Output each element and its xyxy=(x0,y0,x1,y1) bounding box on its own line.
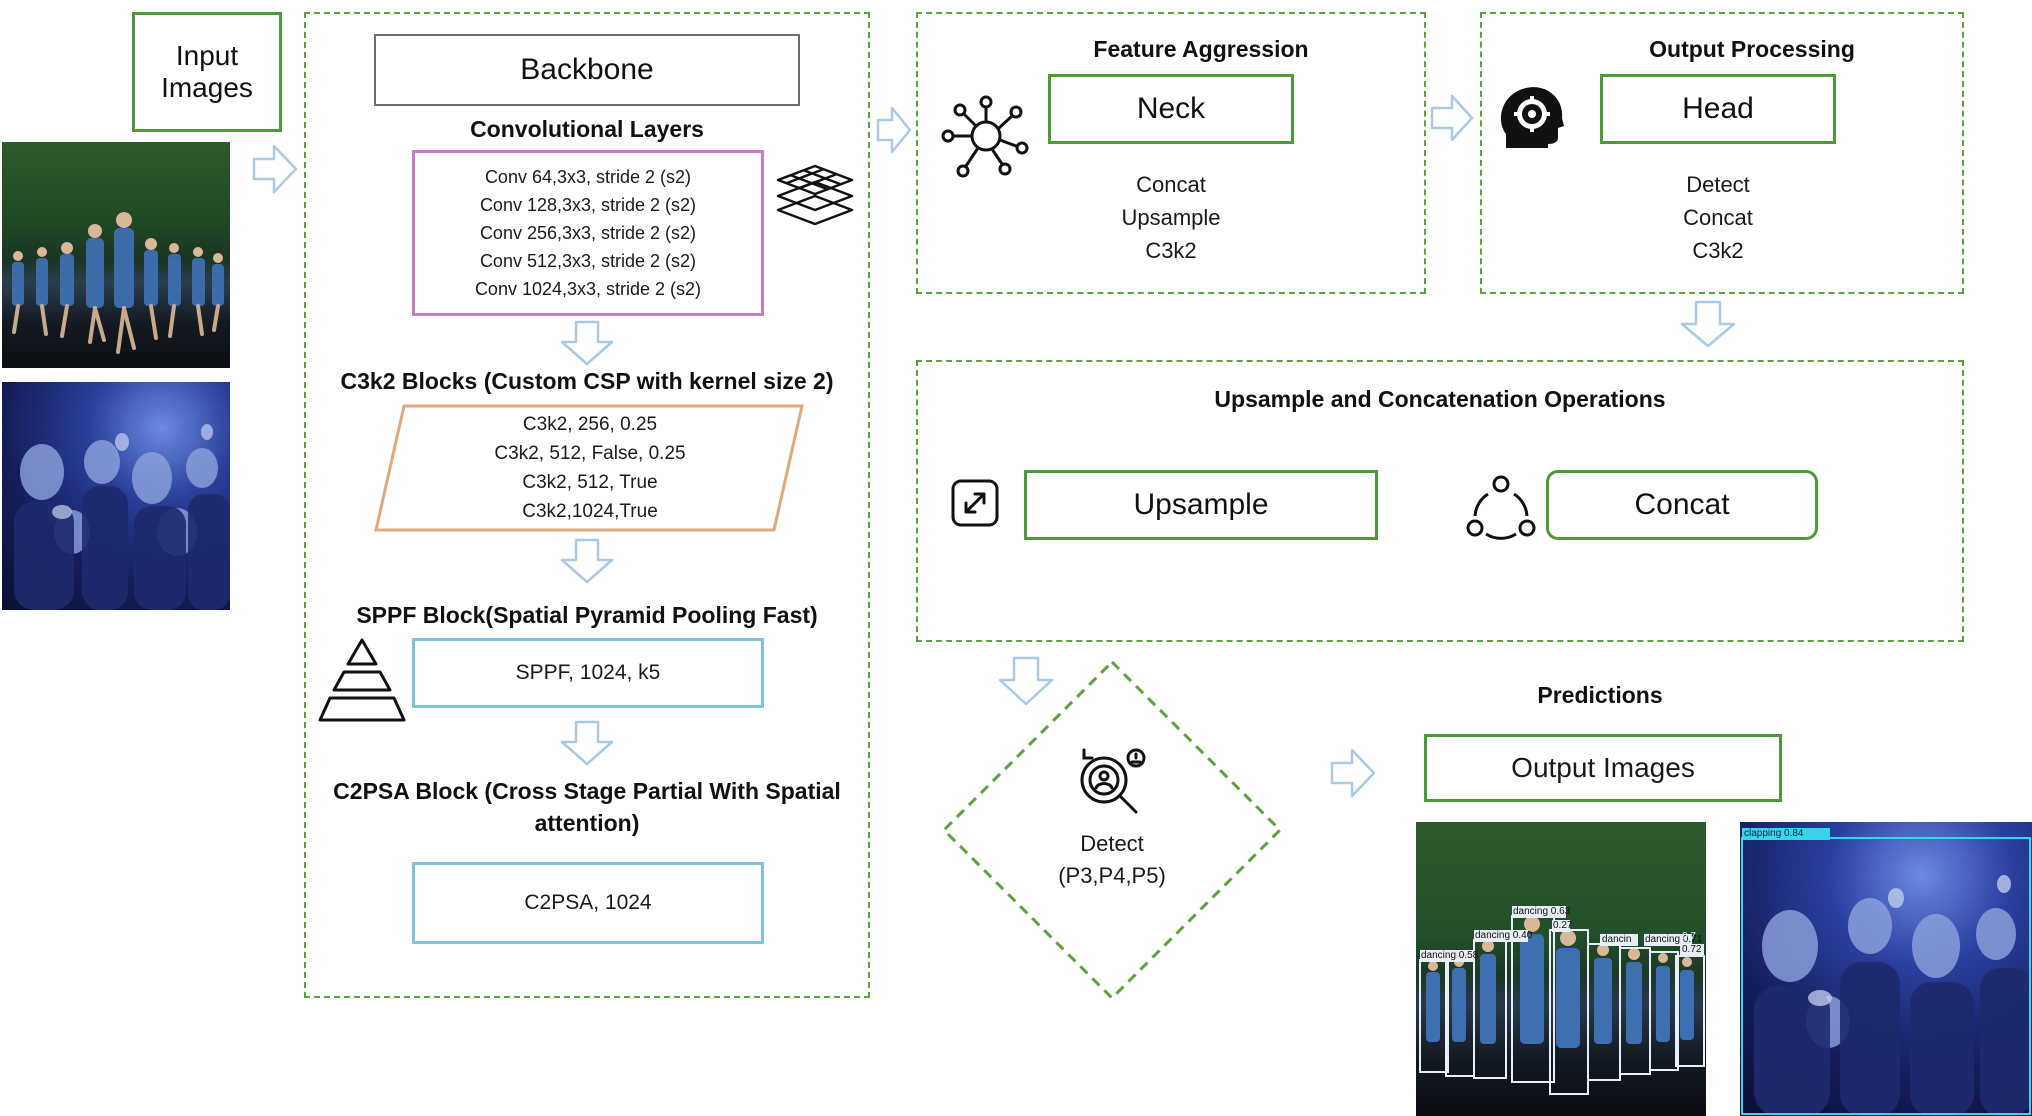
arrow-down-icon xyxy=(560,320,614,366)
sppf-heading: SPPF Block(Spatial Pyramid Pooling Fast) xyxy=(356,602,818,628)
output-photo-audience: clapping 0.84 xyxy=(1740,822,2032,1116)
neck-op: Concat xyxy=(1136,172,1206,197)
conv-heading: Convolutional Layers xyxy=(470,116,704,142)
output-photo-dancers: dancing 0.63 dancing 0.40 dancing 0.58 0… xyxy=(1416,822,1706,1116)
detection-label: clapping 0.84 xyxy=(1744,828,1804,839)
sppf-box: SPPF, 1024, k5 xyxy=(412,638,764,708)
output-images-label: Output Images xyxy=(1511,752,1695,783)
head-gear-icon xyxy=(1500,87,1564,148)
c3k2-block: C3k2, 512, False, 0.25 xyxy=(494,443,686,464)
c2psa-label: C2PSA, 1024 xyxy=(524,891,652,914)
detect-scales: (P3,P4,P5) xyxy=(1058,863,1166,888)
output-dancers-figures xyxy=(1419,906,1705,1095)
head-op: C3k2 xyxy=(1692,238,1744,263)
output-images-box: Output Images xyxy=(1424,734,1782,802)
upsample-box: Upsample xyxy=(1024,470,1378,540)
neck-op: C3k2 xyxy=(1145,238,1197,263)
backbone-title: Backbone xyxy=(520,53,654,86)
detection-label: dancing 0.40 xyxy=(1475,930,1533,941)
pyramid-icon xyxy=(318,638,406,722)
neck-op: Upsample xyxy=(1121,205,1221,230)
arrow-right-icon xyxy=(252,144,298,194)
conv-layer: Conv 1024,3x3, stride 2 (s2) xyxy=(474,279,702,299)
resize-icon xyxy=(951,479,999,527)
arrow-down-icon xyxy=(560,538,614,584)
detection-label: dancing 0.71 xyxy=(1645,934,1703,945)
conv-layer: Conv 128,3x3, stride 2 (s2) xyxy=(479,195,697,215)
network-icon xyxy=(941,95,1029,178)
arrow-right-icon xyxy=(1430,94,1474,142)
conv-layers-box: Conv 64,3x3, stride 2 (s2) Conv 128,3x3,… xyxy=(412,150,764,316)
backbone-title-box: Backbone xyxy=(374,34,800,106)
neck-title-box: Neck xyxy=(1048,74,1294,144)
concat-box: Concat xyxy=(1546,470,1818,540)
input-dancers-figures xyxy=(12,212,224,354)
head-ops: Detect Concat C3k2 xyxy=(1600,168,1836,267)
head-container xyxy=(1480,12,1964,294)
upsample-label: Upsample xyxy=(1133,488,1269,521)
arrow-down-icon xyxy=(1680,300,1736,348)
arrow-right-icon xyxy=(1330,748,1376,798)
detection-label: 0.7 xyxy=(1682,931,1696,942)
arrow-right-icon xyxy=(876,106,912,154)
neck-title: Neck xyxy=(1136,92,1206,125)
detection-label: 0.27 xyxy=(1553,920,1573,931)
head-title-box: Head xyxy=(1600,74,1836,144)
c2psa-heading-line2: attention) xyxy=(534,810,640,836)
c2psa-heading-line1: C2PSA Block (Cross Stage Partial With Sp… xyxy=(333,778,841,804)
head-op: Detect xyxy=(1686,172,1750,197)
detection-label: dancin xyxy=(1602,934,1632,945)
neck-container xyxy=(916,12,1426,294)
input-audience-figures xyxy=(14,424,230,610)
head-heading: Output Processing xyxy=(1649,36,1855,62)
detect-diamond-shape xyxy=(941,659,1283,1001)
arrow-down-icon xyxy=(560,720,614,766)
backbone-container xyxy=(304,12,870,998)
c3k2-heading: C3k2 Blocks (Custom CSP with kernel size… xyxy=(340,368,834,394)
concat-label: Concat xyxy=(1634,488,1730,521)
detection-label: 0.72 xyxy=(1682,944,1702,955)
conv-layer: Conv 512,3x3, stride 2 (s2) xyxy=(479,251,697,271)
c3k2-block: C3k2,1024,True xyxy=(522,501,658,522)
c3k2-block: C3k2, 512, True xyxy=(522,472,658,493)
arrow-down-icon xyxy=(998,656,1054,706)
output-audience-figures xyxy=(1741,828,2032,1116)
conv-layer: Conv 256,3x3, stride 2 (s2) xyxy=(479,223,697,243)
input-label-line2: Images xyxy=(161,72,253,103)
input-photo-audience xyxy=(2,382,230,610)
detection-search-icon xyxy=(1080,748,1146,814)
sppf-label: SPPF, 1024, k5 xyxy=(515,661,661,684)
c2psa-box: C2PSA, 1024 xyxy=(412,862,764,944)
upsample-concat-heading: Upsample and Concatenation Operations xyxy=(1214,386,1666,412)
neck-heading: Feature Aggression xyxy=(1093,36,1309,62)
detection-label: dancing 0.63 xyxy=(1513,906,1571,917)
cycle-icon xyxy=(1466,475,1536,540)
input-photo-dancers xyxy=(2,142,230,368)
layers-icon xyxy=(776,164,854,226)
predictions-heading: Predictions xyxy=(1537,682,1663,708)
input-label-line1: Input xyxy=(175,40,239,71)
detect-label: Detect xyxy=(1080,831,1144,856)
head-title: Head xyxy=(1682,92,1754,125)
c3k2-block: C3k2, 256, 0.25 xyxy=(522,414,658,435)
detect-text: Detect (P3,P4,P5) xyxy=(1032,828,1192,892)
detection-label: dancing 0.58 xyxy=(1421,950,1479,961)
input-images-box: Input Images xyxy=(132,12,282,132)
neck-ops: Concat Upsample C3k2 xyxy=(1048,168,1294,267)
conv-layer: Conv 64,3x3, stride 2 (s2) xyxy=(484,167,692,187)
head-op: Concat xyxy=(1683,205,1753,230)
upsample-concat-container xyxy=(916,360,1964,642)
c3k2-parallelogram-shape xyxy=(374,404,804,532)
c3k2-blocks-box: C3k2, 256, 0.25 C3k2, 512, False, 0.25 C… xyxy=(400,404,780,532)
